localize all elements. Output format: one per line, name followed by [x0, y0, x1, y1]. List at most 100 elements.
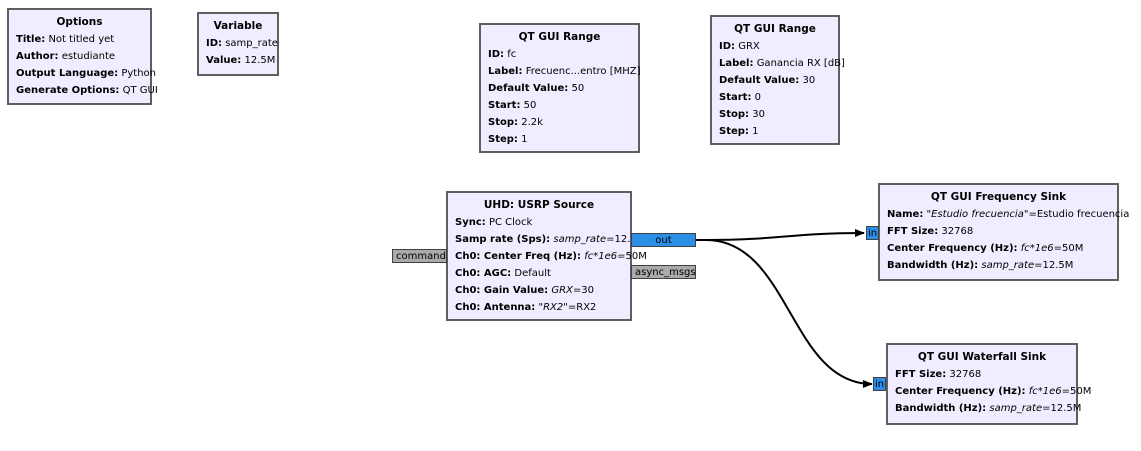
param-value: =Estudio frecuencia: [1028, 209, 1130, 220]
param-value: PC Clock: [488, 217, 533, 228]
async-msgs-port[interactable]: async_msgs: [631, 265, 696, 279]
param-key: Bandwidth (Hz):: [887, 260, 979, 271]
param-row: Title: Not titled yet: [16, 31, 143, 48]
param-value: QT GUI: [122, 85, 158, 96]
param-key: Value:: [206, 55, 242, 66]
param-row: ID: GRX: [719, 38, 831, 55]
param-value: fc: [507, 49, 517, 60]
param-row: Start: 0: [719, 89, 831, 106]
param-key: Ch0: Gain Value:: [455, 285, 549, 296]
param-value: GRX: [738, 41, 760, 52]
block-title: QT GUI Range: [734, 23, 816, 35]
param-row: Bandwidth (Hz): samp_rate=12.5M: [887, 257, 1110, 274]
param-row: ID: fc: [488, 46, 631, 63]
param-value: Python: [121, 68, 157, 79]
param-key: Step:: [719, 126, 749, 137]
qt-gui-frequency-sink-block[interactable]: QT GUI Frequency Sink Name: "Estudio fre…: [878, 183, 1129, 281]
param-value: 50: [523, 100, 537, 111]
param-key: FFT Size:: [895, 369, 947, 380]
param-value: 12.5M: [244, 55, 276, 66]
param-row: Label: Ganancia RX [dB]: [719, 55, 845, 72]
param-value: 30: [752, 109, 765, 120]
param-value: =50M: [617, 251, 647, 262]
param-row: Default Value: 50: [488, 80, 631, 97]
param-key: Title:: [16, 34, 46, 45]
param-row: Start: 50: [488, 97, 631, 114]
param-row: Center Frequency (Hz): fc*1e6=50M: [895, 383, 1091, 400]
param-row: Step: 1: [488, 131, 631, 148]
out-port[interactable]: out: [631, 233, 696, 247]
block-title: Variable: [213, 20, 263, 32]
param-row: Ch0: Antenna: "RX2"=RX2: [455, 299, 623, 316]
command-port[interactable]: command: [392, 249, 447, 263]
wire-usrp-to-waterfall-sink[interactable]: [696, 239, 873, 388]
param-row: Samp rate (Sps): samp_rate=12.5M: [455, 231, 645, 248]
param-key: Start:: [719, 92, 752, 103]
param-value: 2.2k: [521, 117, 543, 128]
param-value: =12.5M: [606, 234, 646, 245]
param-row: Generate Options: QT GUI: [16, 82, 158, 99]
param-key: Sync:: [455, 217, 486, 228]
block-title: QT GUI Waterfall Sink: [917, 351, 1047, 363]
param-expression: fc*1e6: [1020, 243, 1054, 254]
param-row: Output Language: Python: [16, 65, 156, 82]
param-row: Stop: 30: [719, 106, 831, 123]
param-expression: "Estudio frecuencia": [926, 209, 1029, 220]
param-value: 1: [752, 126, 759, 137]
freq-sink-in-port[interactable]: in: [866, 226, 879, 240]
param-row: Stop: 2.2k: [488, 114, 631, 131]
param-key: Step:: [488, 134, 518, 145]
param-key: FFT Size:: [887, 226, 939, 237]
param-row: Default Value: 30: [719, 72, 831, 89]
param-row: ID: samp_rate: [206, 35, 278, 52]
param-row: Name: "Estudio frecuencia"=Estudio frecu…: [887, 206, 1129, 223]
param-expression: samp_rate: [553, 234, 607, 245]
param-key: Stop:: [488, 117, 519, 128]
param-expression: samp_rate: [989, 403, 1043, 414]
param-value: =50M: [1053, 243, 1084, 254]
param-key: Default Value:: [488, 83, 569, 94]
wire-usrp-to-freq-sink[interactable]: [696, 229, 865, 241]
param-key: ID:: [206, 38, 223, 49]
param-key: Ch0: Antenna:: [455, 302, 536, 313]
waterfall-sink-in-port[interactable]: in: [873, 377, 886, 391]
param-row: Ch0: Center Freq (Hz): fc*1e6=50M: [455, 248, 647, 265]
param-value: 32768: [941, 226, 974, 237]
param-expression: "RX2": [538, 302, 568, 313]
param-row: Center Frequency (Hz): fc*1e6=50M: [887, 240, 1110, 257]
param-expression: GRX: [551, 285, 573, 296]
param-value: 0: [754, 92, 762, 103]
param-key: Center Frequency (Hz):: [887, 243, 1018, 254]
param-row: Ch0: AGC: Default: [455, 265, 623, 282]
param-key: Author:: [16, 51, 59, 62]
param-key: Bandwidth (Hz):: [895, 403, 987, 414]
param-value: =12.5M: [1042, 403, 1082, 414]
param-key: Samp rate (Sps):: [455, 234, 551, 245]
param-value: samp_rate: [225, 38, 278, 49]
param-value: =RX2: [567, 302, 597, 313]
param-key: Label:: [488, 66, 523, 77]
param-key: Start:: [488, 100, 521, 111]
param-key: Name:: [887, 209, 924, 220]
param-expression: fc*1e6: [584, 251, 618, 262]
param-value: 1: [521, 134, 528, 145]
param-key: Ch0: AGC:: [455, 268, 512, 279]
param-key: Label:: [719, 58, 754, 69]
param-row: Step: 1: [719, 123, 831, 140]
param-value: 30: [802, 75, 816, 86]
param-row: Bandwidth (Hz): samp_rate=12.5M: [895, 400, 1081, 417]
param-key: ID:: [488, 49, 505, 60]
param-key: Generate Options:: [16, 85, 120, 96]
param-value: 50: [571, 83, 585, 94]
param-key: Output Language:: [16, 68, 119, 79]
param-row: Label: Frecuenc...entro [MHZ]: [488, 63, 641, 80]
